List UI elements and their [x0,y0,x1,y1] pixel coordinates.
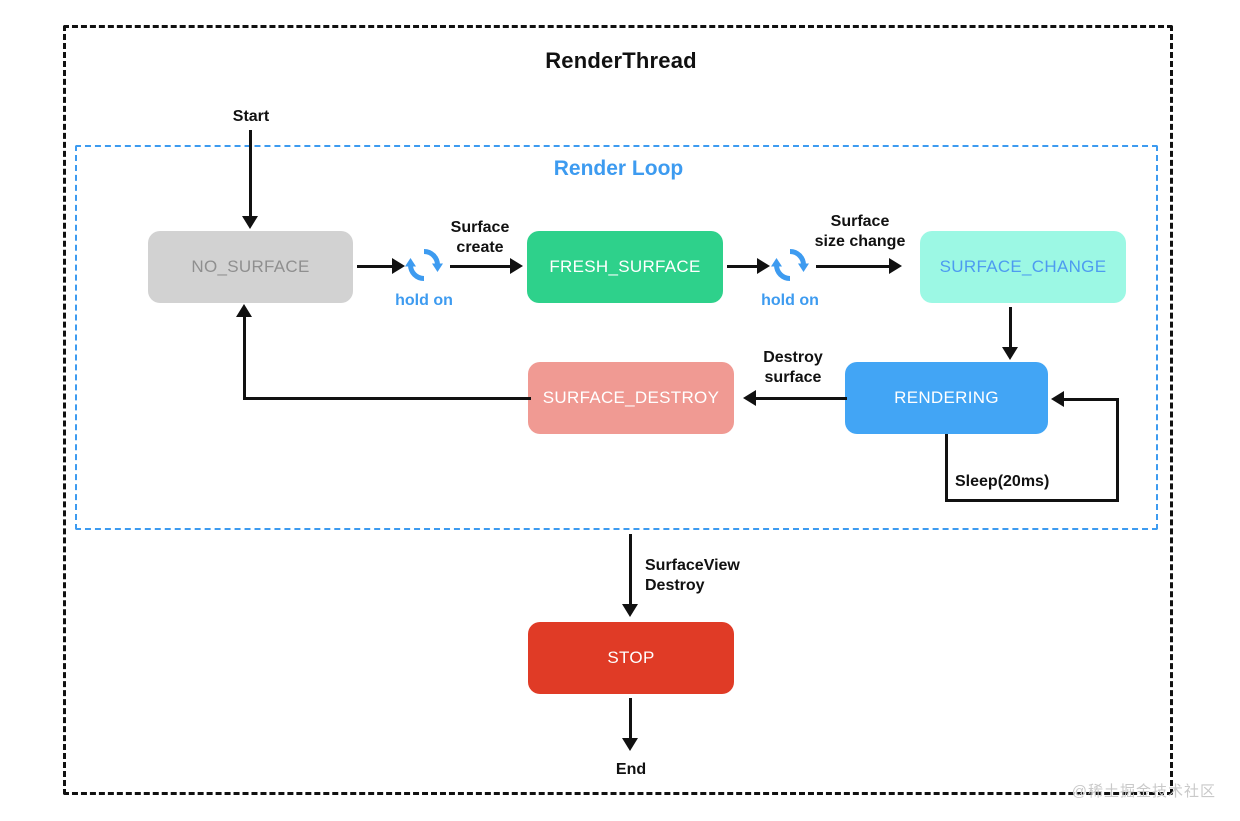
arrowhead-loop-to-stop [622,604,638,617]
node-no-surface[interactable]: NO_SURFACE [148,231,353,303]
render-thread-title: RenderThread [545,48,697,73]
arrowhead-holdon-to-fresh-surface [510,258,523,274]
arrowhead-sleep-loop [1051,391,1064,407]
arrowhead-surface-destroy-to-no-surface [236,304,252,317]
node-no-surface-label: NO_SURFACE [191,257,310,276]
node-fresh-surface[interactable]: FRESH_SURFACE [527,231,723,303]
node-rendering[interactable]: RENDERING [845,362,1048,434]
edge-rendering-to-surface-destroy [755,397,847,400]
edge-stop-to-end [629,698,632,740]
edge-start-to-no-surface [249,130,252,218]
edge-fresh-surface-to-holdon [727,265,760,268]
node-fresh-surface-label: FRESH_SURFACE [549,257,701,276]
arrowhead-holdon-to-surface-change [889,258,902,274]
edge-sleep-loop-right [1116,398,1119,501]
edge-surface-destroy-to-no-surface-bottom [243,397,531,400]
hold-on-loop-icon-1 [405,246,443,284]
arrowhead-no-surface-to-holdon [392,258,405,274]
hold-on-label-2: hold on [761,292,819,309]
hold-on-loop-icon-2 [771,246,809,284]
node-surface-destroy[interactable]: SURFACE_DESTROY [528,362,734,434]
node-rendering-label: RENDERING [894,388,999,407]
edge-surface-change-to-rendering [1009,307,1012,349]
node-stop-label: STOP [607,648,655,667]
edge-surface-destroy-to-no-surface-up [243,316,246,399]
edge-sleep-loop-into-rendering [1063,398,1118,401]
hold-on-label-1: hold on [395,292,453,309]
arrowhead-surface-change-to-rendering [1002,347,1018,360]
render-thread-boundary: RenderThread [63,25,1173,795]
edge-label-surface-size-change: Surface size change [814,213,906,250]
arrowhead-stop-to-end [622,738,638,751]
edge-holdon-to-fresh-surface [450,265,512,268]
edge-label-surface-create: Surface create [450,219,510,256]
node-surface-destroy-label: SURFACE_DESTROY [542,388,720,407]
edge-label-sleep: Sleep(20ms) [955,473,1050,490]
watermark: @稀土掘金技术社区 [1071,783,1216,800]
edge-label-surfaceview-destroy: SurfaceView Destroy [645,557,740,594]
arrowhead-rendering-to-surface-destroy [743,390,756,406]
edge-label-destroy-surface: Destroy surface [763,349,823,386]
render-loop-boundary: Render Loop [75,145,1158,530]
render-loop-title: Render Loop [553,157,684,180]
edge-sleep-loop-bottom [945,499,1119,502]
edge-label-end: End [615,761,647,778]
arrowhead-start-to-no-surface [242,216,258,229]
edge-label-start: Start [232,108,270,125]
edge-no-surface-to-holdon [357,265,394,268]
edge-loop-to-stop [629,534,632,606]
node-surface-change-label: SURFACE_CHANGE [939,257,1107,276]
node-stop[interactable]: STOP [528,622,734,694]
edge-holdon-to-surface-change [816,265,891,268]
node-surface-change[interactable]: SURFACE_CHANGE [920,231,1126,303]
edge-sleep-loop-down [945,434,948,502]
arrowhead-fresh-surface-to-holdon [757,258,770,274]
